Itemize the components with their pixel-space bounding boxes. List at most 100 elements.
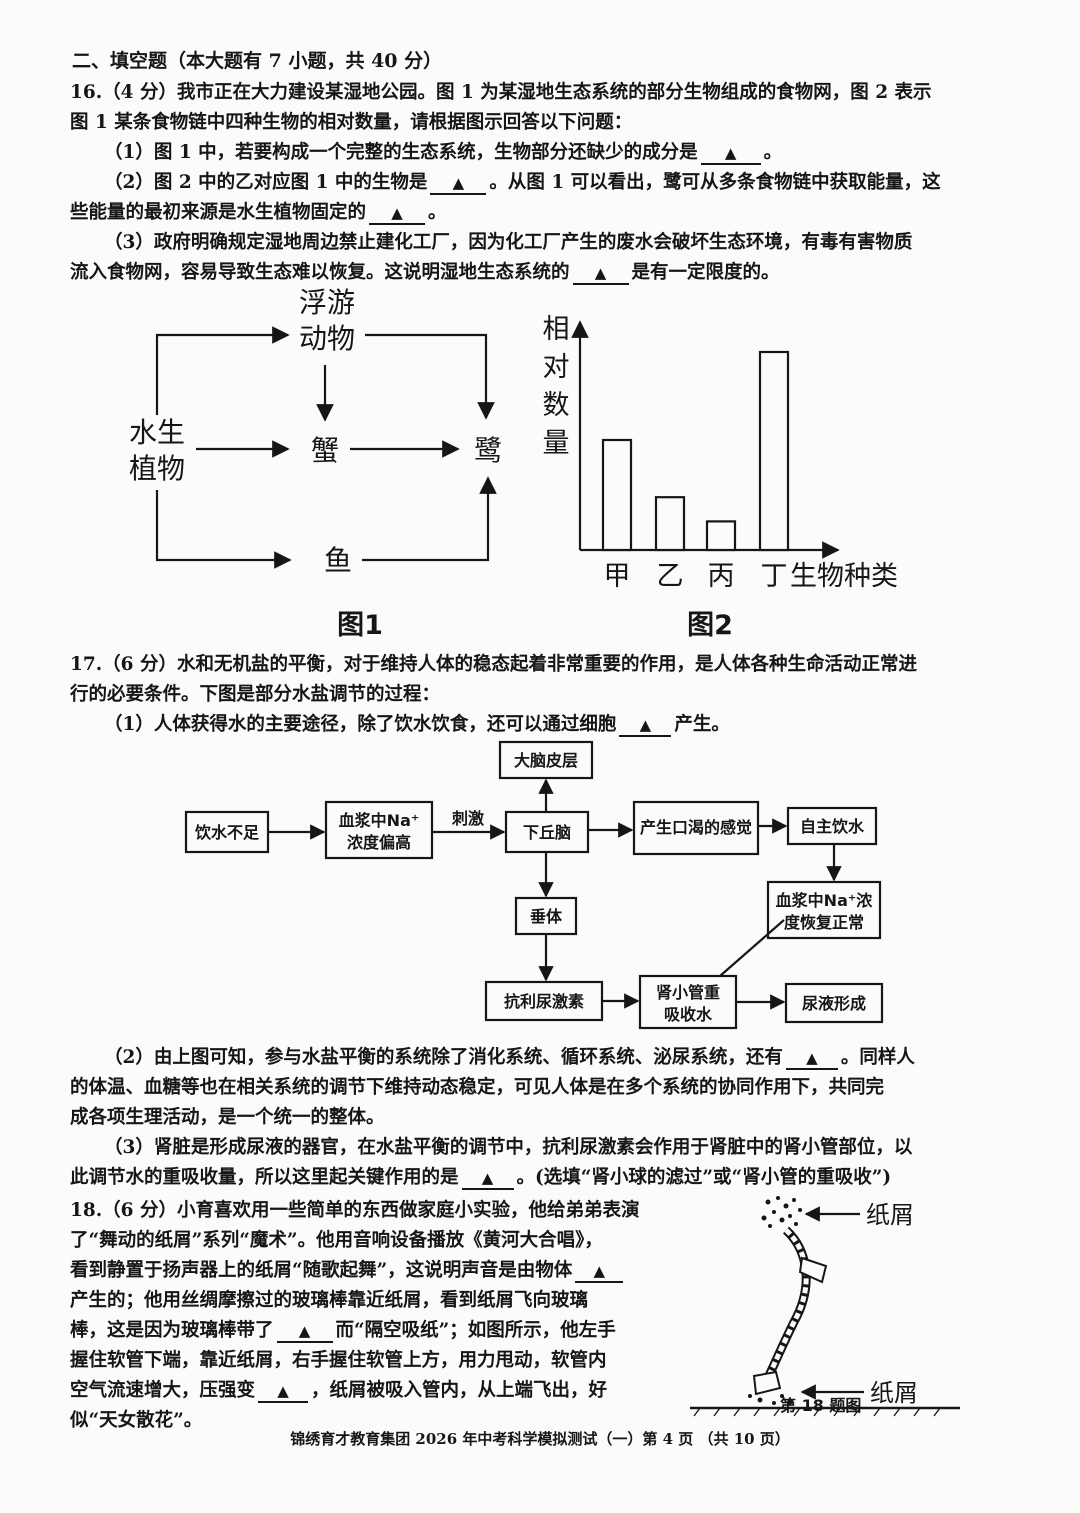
q17-part-1: （1）人体获得水的主要途径，除了饮水饮食，还可以通过细胞▲产生。 — [104, 710, 730, 737]
answer-blank[interactable]: ▲ — [430, 172, 487, 195]
chart-ylabel-char: 数 — [543, 390, 570, 421]
blank-marker: ▲ — [391, 204, 403, 222]
hose-stripe — [761, 1228, 809, 1388]
q18-line-7-text: 空气流速增大，压强变 — [70, 1380, 256, 1401]
paper-scraps-top — [761, 1196, 802, 1228]
label-paper-scraps-bottom: 纸屑 — [870, 1379, 918, 1407]
box-tubule-reabsorption — [638, 974, 738, 1030]
box-label: 自主饮水 — [800, 817, 865, 836]
answer-blank[interactable]: ▲ — [258, 1380, 309, 1403]
answer-blank[interactable]: ▲ — [700, 142, 761, 165]
q17-part-2-cont-2: 成各项生理活动，是一个统一的整体。 — [70, 1107, 385, 1128]
arrow-fish-to-egret — [362, 476, 497, 562]
chart-bar — [654, 496, 686, 552]
blank-marker: ▲ — [452, 174, 465, 192]
q16-part-2-text-2: 。从图 1 可以看出，鹭可从多条食物链中获取能量，这 — [489, 172, 941, 193]
box-label: 饮水不足 — [194, 823, 260, 842]
chart-category-label: 乙 — [657, 561, 684, 592]
box-urine-formation — [784, 982, 884, 1024]
relative-quantity-chart: 相 对 数 量 生物种类 图2 甲乙丙丁 — [543, 314, 899, 641]
q17-part-3-cont: 此调节水的重吸收量，所以这里起关键作用的是▲。(选填“肾小球的滤过”或“肾小管的… — [70, 1163, 891, 1190]
node-plants-line1: 水生 — [129, 416, 185, 449]
q16-part-1: （1）图 1 中，若要构成一个完整的生态系统，生物部分还缺少的成分是▲。 — [104, 138, 782, 165]
flow-link — [719, 919, 785, 977]
q18-line-5-text: 棒，这是因为玻璃棒带了 — [70, 1320, 274, 1341]
q17-line-2: 行的必要条件。下图是部分水盐调节的过程： — [70, 684, 441, 705]
q18-line-2: 了“舞动的纸屑”系列“魔术”。他用音响设备播放《黄河大合唱》， — [70, 1230, 603, 1251]
figure-18-caption: 第 18 题图 — [780, 1396, 862, 1415]
q17-part-2: （2）由上图可知，参与水盐平衡的系统除了消化系统、循环系统、泌尿系统，还有▲。同… — [104, 1043, 915, 1070]
box-label: 浓度偏高 — [347, 833, 411, 852]
node-plants-line2: 植物 — [129, 452, 185, 485]
figure-2-caption: 图2 — [687, 610, 733, 641]
q17-part-3-text: 此调节水的重吸收量，所以这里起关键作用的是 — [70, 1167, 459, 1188]
q18-line-5-end: 而“隔空吸纸”；如图所示，他左手 — [335, 1320, 616, 1341]
box-label: 血浆中Na⁺浓 — [776, 891, 874, 910]
box-label: 垂体 — [530, 907, 563, 926]
q16-part-3-text: 流入食物网，容易导致生态难以恢复。这说明湿地生态系统的 — [70, 262, 570, 283]
paper-scraps-bottom — [748, 1394, 793, 1405]
q18-line-8: 似“天女散花”。 — [70, 1410, 203, 1431]
q18-line-6: 握住软管下端，靠近纸屑，右手握住软管上方，用力甩动，软管内 — [70, 1350, 607, 1371]
chart-bar — [705, 520, 737, 552]
chart-ylabel-char: 相 — [543, 314, 570, 345]
q17-part-1-end: 产生。 — [674, 714, 730, 735]
q17-line-1: 17.（6 分）水和无机盐的平衡，对于维持人体的稳态起着非常重要的作用，是人体各… — [70, 654, 918, 675]
chart-category-label: 丙 — [708, 561, 735, 592]
chart-xlabel: 生物种类 — [790, 561, 898, 592]
arrow-plants-to-plankton — [155, 326, 290, 415]
food-web-figure: 水生 植物 浮游 动物 蟹 鹭 鱼 图1 — [129, 286, 502, 641]
q18-line-3-text: 看到静置于扬声器上的纸屑“随歌起舞”，这说明声音是由物体 — [70, 1260, 573, 1281]
chart-bar — [758, 350, 790, 552]
q17-part-2-text: （2）由上图可知，参与水盐平衡的系统除了消化系统、循环系统、泌尿系统，还有 — [104, 1047, 783, 1068]
q17-part-3: （3）肾脏是形成尿液的器官，在水盐平衡的调节中，抗利尿激素会作用于肾脏中的肾小管… — [104, 1137, 913, 1158]
answer-blank[interactable]: ▲ — [276, 1320, 333, 1343]
left-hand — [752, 1370, 782, 1396]
hose-figure: 纸屑 纸屑 — [690, 1196, 960, 1417]
box-plasma-na-normal — [766, 880, 882, 940]
q18-line-3: 看到静置于扬声器上的纸屑“随歌起舞”，这说明声音是由物体▲ — [70, 1256, 626, 1283]
section-title: 二、填空题（本大题有 7 小题，共 40 分） — [72, 50, 443, 72]
box-thirst — [632, 800, 760, 856]
node-plankton-line1: 浮游 — [299, 286, 355, 319]
q16-part-2-text-3: 些能量的最初来源是水生植物固定的 — [70, 202, 367, 223]
blank-marker: ▲ — [806, 1049, 818, 1067]
label-paper-scraps-top: 纸屑 — [866, 1201, 914, 1229]
q18-line-1: 18.（6 分）小育喜欢用一些简单的东西做家庭小实验，他给弟弟表演 — [70, 1200, 640, 1221]
chart-ylabel-char: 量 — [543, 428, 570, 459]
box-label: 尿液形成 — [802, 994, 866, 1013]
q18-line-5: 棒，这是因为玻璃棒带了▲而“隔空吸纸”；如图所示，他左手 — [70, 1316, 616, 1343]
q17-part-1-text: （1）人体获得水的主要途径，除了饮水饮食，还可以通过细胞 — [104, 714, 617, 735]
box-label: 度恢复正常 — [784, 913, 864, 932]
answer-blank[interactable]: ▲ — [785, 1047, 838, 1070]
q16-part-3-end: 是有一定限度的。 — [631, 262, 780, 283]
ground-hatching — [693, 1407, 941, 1417]
box-label: 抗利尿激素 — [504, 992, 584, 1011]
right-hand — [798, 1256, 828, 1284]
node-plankton-line2: 动物 — [299, 322, 355, 355]
box-label: 产生口渴的感觉 — [640, 818, 752, 837]
answer-blank[interactable]: ▲ — [572, 262, 629, 285]
answer-blank[interactable]: ▲ — [575, 1260, 624, 1283]
answer-blank[interactable]: ▲ — [619, 714, 672, 737]
answer-blank[interactable]: ▲ — [369, 202, 426, 225]
q18-line-4: 产生的；他用丝绸摩擦过的玻璃棒靠近纸屑，看到纸屑飞向玻璃 — [70, 1290, 589, 1311]
box-pituitary — [514, 896, 578, 936]
box-adh — [484, 980, 604, 1022]
arrow-plants-to-fish — [155, 490, 292, 569]
answer-blank[interactable]: ▲ — [461, 1167, 514, 1190]
q16-part-1-end: 。 — [763, 142, 783, 163]
page-footer: 锦绣育才教育集团 2026 年中考科学模拟测试（一）第 4 页 （共 10 页） — [290, 1430, 790, 1448]
chart-category-label: 丁 — [761, 561, 788, 592]
figure-1-caption: 图1 — [337, 610, 383, 641]
chart-ylabel-char: 对 — [543, 352, 570, 383]
q16-part-3: （3）政府明确规定湿地周边禁止建化工厂，因为化工厂产生的废水会破坏生态环境，有毒… — [104, 232, 913, 253]
box-water-shortage — [184, 810, 270, 854]
q16-part-2-cont: 些能量的最初来源是水生植物固定的▲。 — [70, 198, 447, 225]
q16-part-1-text: （1）图 1 中，若要构成一个完整的生态系统，生物部分还缺少的成分是 — [104, 142, 698, 163]
node-crab: 蟹 — [311, 434, 339, 467]
box-cerebral-cortex — [498, 740, 594, 780]
box-voluntary-drinking — [786, 806, 878, 846]
box-label: 血浆中Na⁺ — [339, 811, 420, 830]
arrow-label-stimulus: 刺激 — [451, 809, 484, 828]
